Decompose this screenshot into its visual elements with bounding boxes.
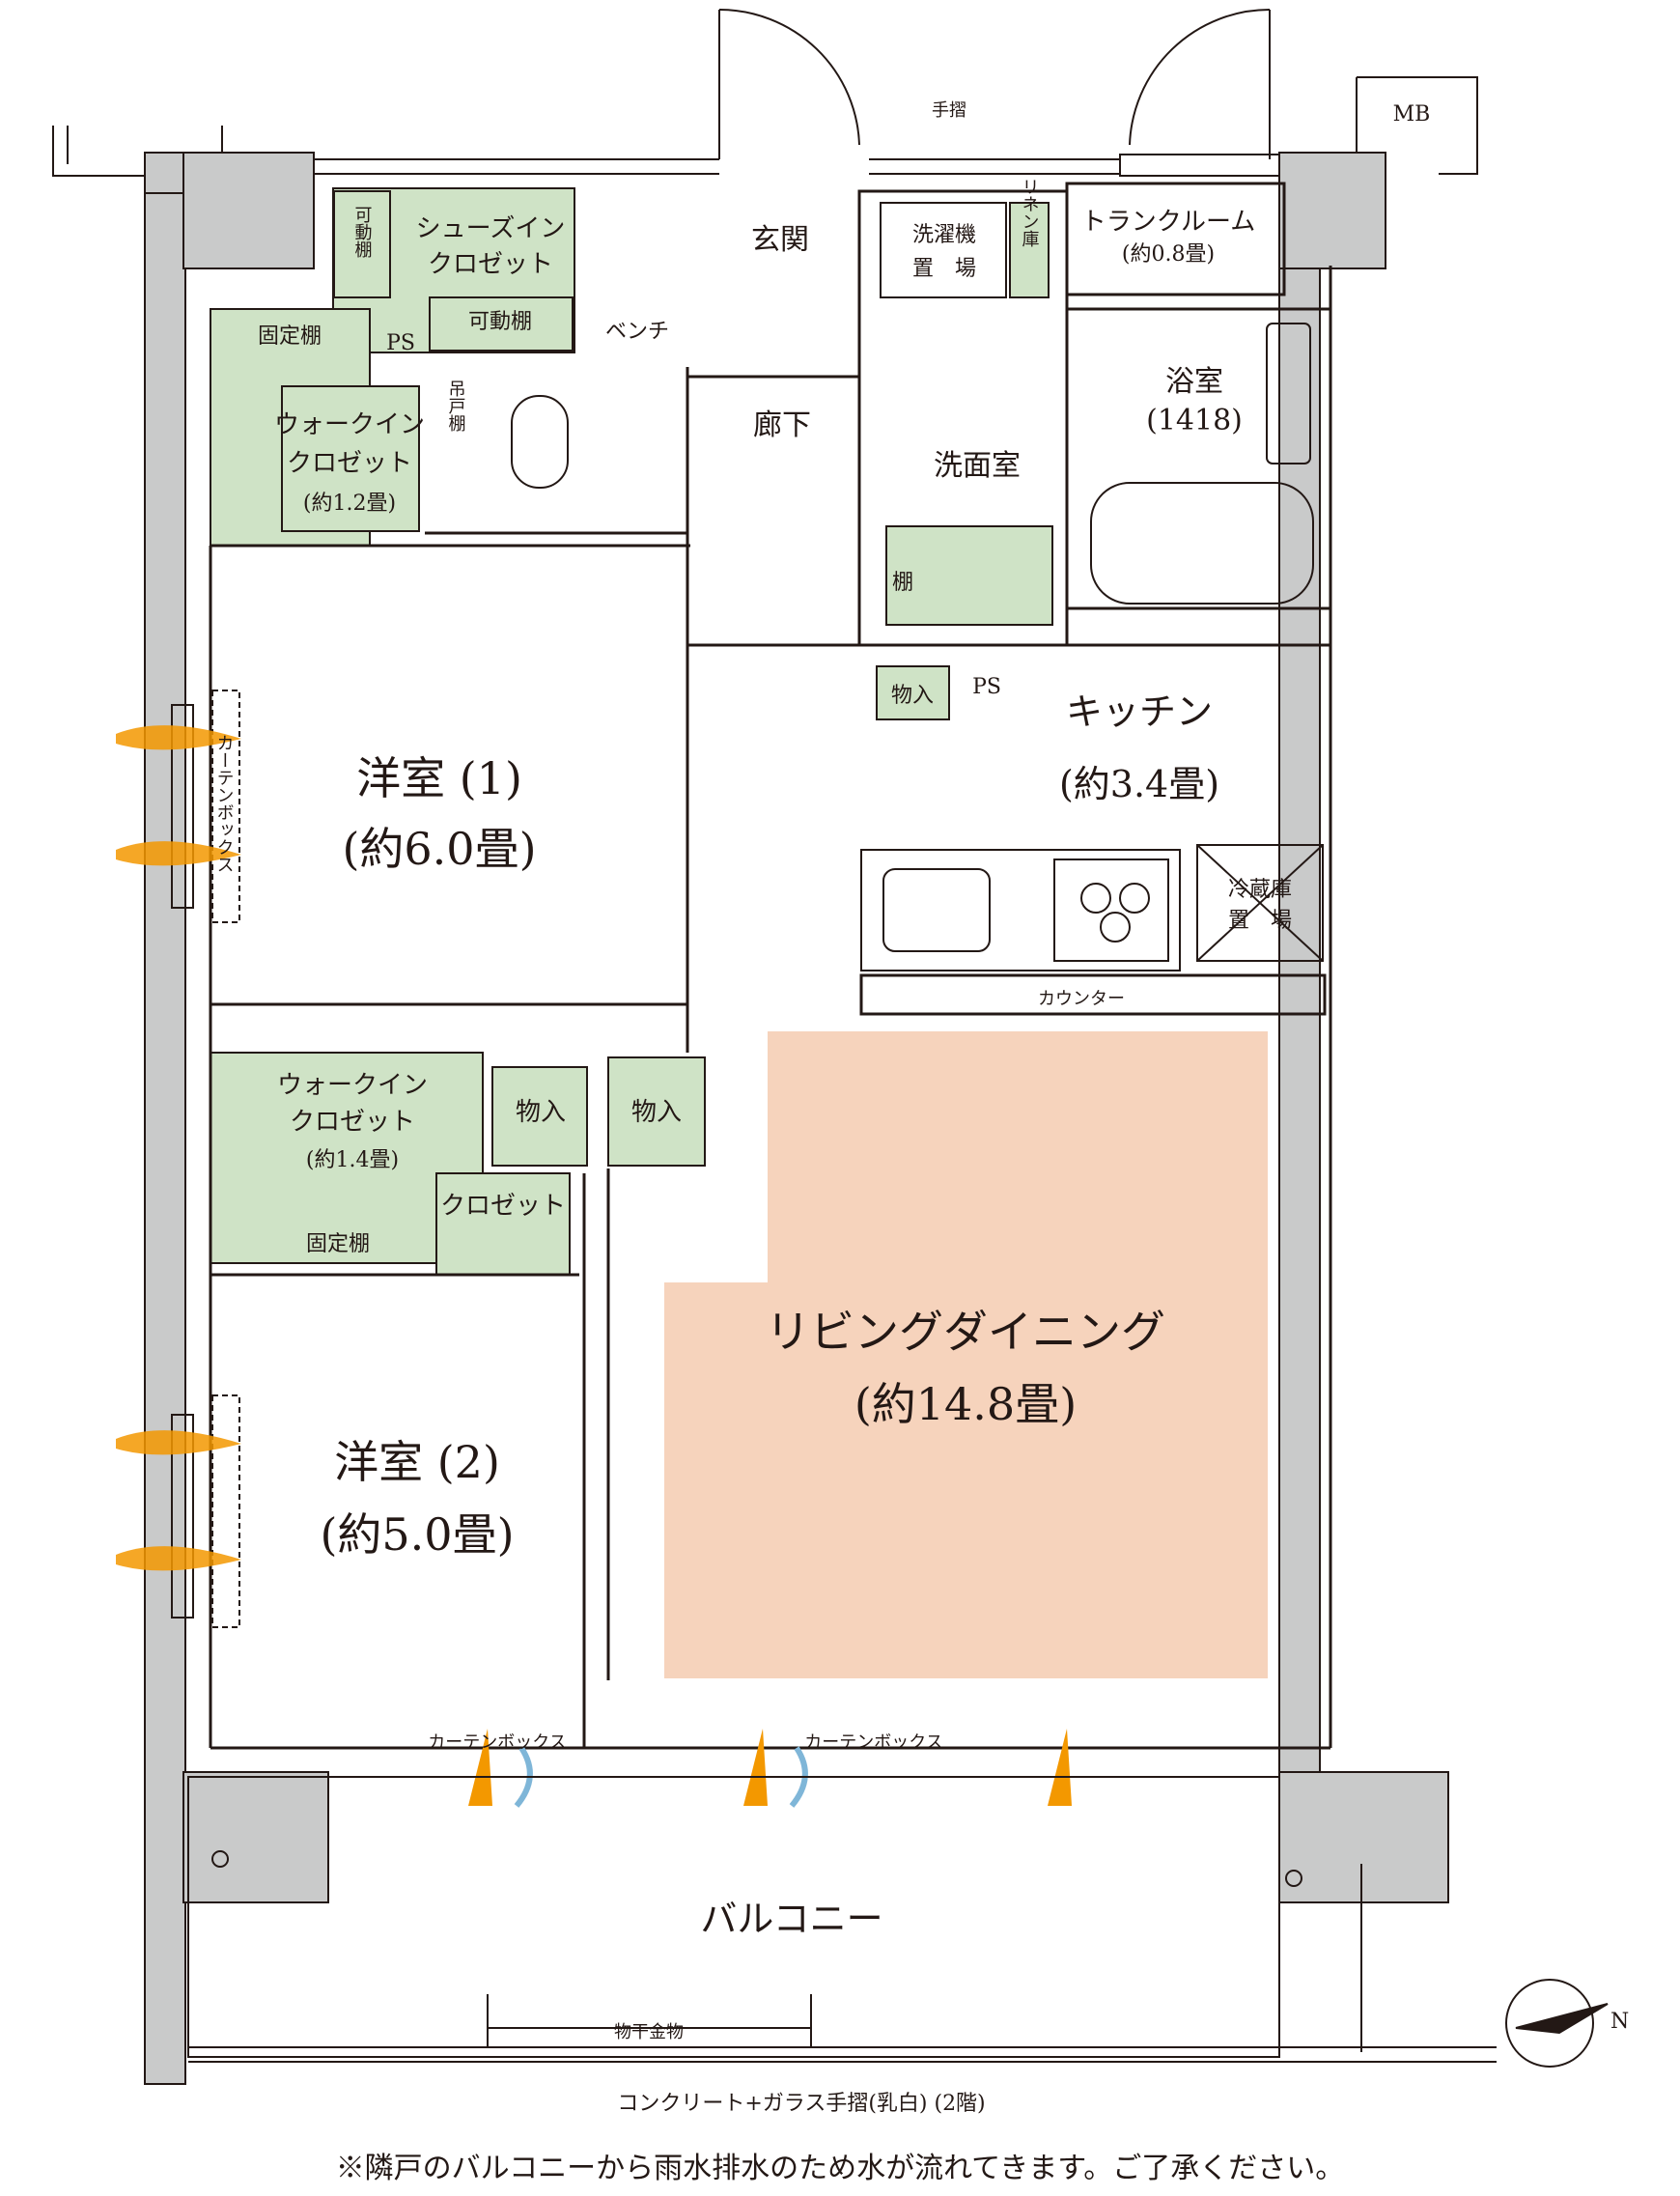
linen-area: [1009, 202, 1050, 298]
storage-b: [607, 1056, 706, 1167]
toilet-icon[interactable]: [511, 395, 569, 489]
fixed-shelf-label: 固定棚: [258, 324, 322, 349]
west-windows: [171, 690, 240, 1628]
bench-label: ベンチ: [605, 320, 669, 344]
curtain-box-label-b2: カーテンボックス: [804, 1732, 942, 1753]
kitchen-fixtures: [860, 844, 1324, 971]
kitchen-label-2: (約3.4畳): [1059, 763, 1219, 805]
movable-shelf-vertical-label: 可動棚: [352, 206, 373, 259]
bath-label-2: (1418): [1146, 404, 1243, 437]
room1-label-1: 洋室 (1): [356, 752, 522, 804]
handrail-label: 手摺: [932, 100, 966, 121]
west-wall: [144, 152, 186, 2085]
sink-icon: [882, 868, 991, 952]
breeze-arrows: [116, 725, 1072, 1808]
fridge-label-2: 置 場: [1228, 909, 1292, 933]
ps2-label: PS: [972, 675, 1001, 699]
handrail-note-label: コンクリート+ガラス手摺(乳白) (2階): [617, 2092, 985, 2116]
balcony: [187, 1776, 1497, 2063]
fridge-label-1: 冷蔵庫: [1228, 878, 1292, 902]
shelf-label: 棚: [892, 571, 913, 595]
south-east-pillar: [1278, 1771, 1449, 1903]
partitions: [209, 182, 1332, 1750]
washer-space: [880, 202, 1007, 298]
compass-label: N: [1610, 2010, 1629, 2034]
bath-label-1: 浴室: [1165, 365, 1223, 399]
room2-label-2: (約5.0畳): [320, 1508, 514, 1561]
stove-icon: [1053, 859, 1169, 962]
washroom-label: 洗面室: [934, 449, 1021, 483]
washroom-shelf: [885, 525, 1053, 626]
storage-areas: [210, 187, 1053, 1276]
south-west-pillar: [182, 1771, 329, 1903]
wic1-label-3: (約1.2畳): [303, 492, 396, 516]
ldk-label-1: リビングダイニング: [766, 1306, 1165, 1358]
laundry-pole-label: 物干金物: [614, 2022, 684, 2042]
walls: [144, 152, 1449, 2085]
wic1-label-2: クロゼット: [287, 449, 412, 478]
room1-label-2: (約6.0畳): [342, 823, 536, 875]
meter-box-label: MB: [1393, 102, 1431, 127]
movable-shelf-2: [429, 296, 574, 352]
ps-label: PS: [386, 331, 415, 355]
wic1-area: [281, 385, 420, 532]
hanging-shelf-label: 吊戸棚: [446, 380, 466, 433]
storage-a: [491, 1066, 588, 1167]
entrance-doors[interactable]: [718, 9, 1271, 159]
shoes-closet-label-2: クロゼット: [428, 250, 553, 279]
north-west-pillar: [182, 152, 315, 269]
closet-label: クロゼット: [440, 1192, 566, 1221]
wic2-label-3: (約1.4畳): [306, 1148, 399, 1172]
footnote: ※隣戸のバルコニーから雨水排水のため水が流れてきます。ご了承ください。: [335, 2152, 1345, 2185]
compass-icon: [1505, 1979, 1609, 2068]
storage3-label: 物入: [631, 1098, 682, 1127]
counter-label: カウンター: [1038, 989, 1125, 1009]
trunk-label-1: トランクルーム: [1081, 208, 1255, 237]
corridor-label: 廊下: [753, 408, 811, 442]
wic2-label-2: クロゼット: [290, 1108, 415, 1137]
curtain-box-label-w1: カーテンボックス: [214, 734, 235, 873]
north-facade: [52, 76, 1478, 177]
room2-label-1: 洋室 (2): [334, 1436, 500, 1488]
wic2-label-1: ウォークイン: [277, 1071, 428, 1100]
north-east-pillar: [1278, 152, 1386, 269]
kitchen-label-1: キッチン: [1066, 690, 1213, 733]
linen-label: リネン庫: [1020, 178, 1040, 247]
bathtub-icon[interactable]: [1090, 482, 1314, 605]
wic1-label-1: ウォークイン: [274, 410, 425, 439]
ldk-label-2: (約14.8畳): [854, 1378, 1077, 1430]
shoes-closet-label-1: シューズイン: [416, 214, 566, 243]
ldk-floor: [664, 1031, 1268, 1678]
balcony-label: バルコニー: [700, 1898, 882, 1940]
washer-label-2: 置 場: [912, 257, 976, 281]
closet-area: [435, 1172, 571, 1276]
trunk-label-2: (約0.8畳): [1122, 242, 1215, 267]
washer-label-1: 洗濯機: [912, 223, 976, 247]
storage2-label: 物入: [516, 1098, 566, 1127]
bath-fixtures: [511, 202, 1314, 605]
movable-shelf-1: [333, 190, 391, 298]
movable-shelf-label: 可動棚: [468, 310, 532, 334]
storage-kitchen: [876, 665, 950, 720]
storage-label: 物入: [891, 684, 934, 708]
east-wall: [1278, 152, 1321, 1834]
entrance-label: 玄関: [751, 223, 809, 257]
fixed-shelf2-label: 固定棚: [306, 1232, 370, 1256]
curtain-box-label-b1: カーテンボックス: [428, 1732, 566, 1753]
